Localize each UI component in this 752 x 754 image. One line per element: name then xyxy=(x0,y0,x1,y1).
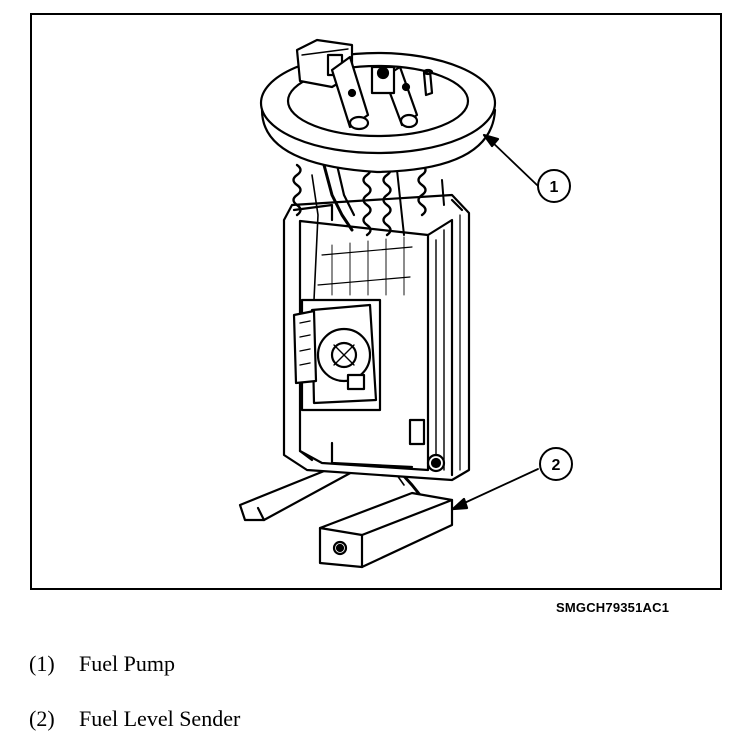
figure-code: SMGCH79351AC1 xyxy=(556,600,670,615)
callout-1 xyxy=(482,133,571,203)
legend-item-fuel-level-sender: (2) Fuel Level Sender xyxy=(29,706,240,732)
springs xyxy=(292,163,445,301)
callout-2 xyxy=(451,447,573,511)
legend-number: (1) xyxy=(29,651,55,676)
diagram-frame: 1 2 xyxy=(30,13,722,590)
legend-item-fuel-pump: (1) Fuel Pump xyxy=(29,651,175,677)
fuel-pump xyxy=(259,38,497,174)
legend-label: Fuel Level Sender xyxy=(79,706,241,731)
legend-label: Fuel Pump xyxy=(79,651,175,676)
legend-number: (2) xyxy=(29,706,55,731)
fuel-pump-module-illustration: 1 2 xyxy=(238,38,573,569)
callout-1-number: 1 xyxy=(550,179,559,196)
callout-2-number: 2 xyxy=(552,457,561,474)
sender-mechanism xyxy=(292,236,413,412)
